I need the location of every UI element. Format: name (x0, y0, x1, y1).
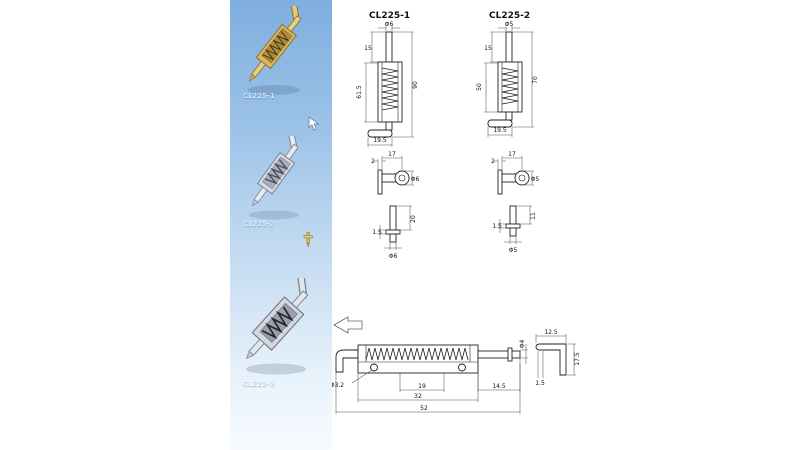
dim-flange-thickness: 1.5 (372, 229, 382, 236)
cl225-1-pin-geometry (385, 205, 401, 243)
dim-pin-dia: Φ6 (389, 253, 398, 260)
dim-bracket-len: 17 (388, 151, 396, 158)
dim-plate-thickness: 2 (491, 158, 495, 165)
dim-overall-len: 70 (532, 76, 539, 84)
dim-top-dia: Φ6 (385, 21, 394, 28)
dim-pin-dia: Φ5 (509, 247, 518, 254)
cl225-2-side-geometry (497, 169, 530, 195)
dim-spring-len: 19 (418, 383, 426, 390)
cl225-3-assembly-view: 2-Φ3.2 19 32 52 14.5 Φ4 12.5 17.5 1.5 (332, 316, 581, 414)
dim-hole-dia: Φ5 (531, 176, 540, 183)
dim-overall-len: 90 (412, 81, 419, 89)
dim-pin-dia: Φ4 (519, 340, 526, 349)
dim-foot-len: 19.5 (373, 137, 387, 144)
spring (501, 67, 519, 105)
spring (365, 347, 469, 361)
dim-pin-len: 20 (410, 215, 417, 223)
direction-arrow-icon (333, 316, 363, 334)
cl225-2-front-dimension-lines (484, 25, 534, 137)
cl225-2-side-dimension-lines (494, 156, 534, 186)
cl225-2-pin-dimension-lines (498, 205, 532, 244)
cl225-1-pin-dimension-lines (378, 205, 412, 250)
dim-plate-thickness: 2 (371, 158, 375, 165)
dim-overall-len: 52 (420, 405, 428, 412)
dim-bracket-thickness: 1.5 (535, 380, 545, 387)
cl225-2-side-view: 2 17 Φ5 (491, 151, 540, 195)
cl225-1-side-dimension-lines (374, 156, 414, 186)
product-photo-cl225-1 (234, 2, 310, 98)
dim-bracket-height: 17.5 (574, 352, 581, 366)
cl225-2-front-geometry (487, 31, 523, 128)
dim-flange-thickness: 1.5 (492, 223, 502, 230)
dim-pin-exposed: 15 (364, 45, 372, 52)
dim-bracket-len: 17 (508, 151, 516, 158)
latch-photo-silver (249, 131, 299, 220)
cl225-1-front-geometry (367, 31, 403, 138)
cl225-2-pin-detail: 11 1.5 Φ5 (492, 205, 537, 254)
latch-photo-large (245, 273, 309, 375)
cl225-1-side-view: 2 17 Φ6 (371, 151, 420, 195)
drawing2-title: CL225-2 (489, 11, 530, 21)
dim-bracket-width: 12.5 (544, 329, 558, 336)
cl225-1-side-geometry (377, 169, 410, 195)
product-label-cl225-2: CL225-2 (243, 220, 275, 228)
product-photo-cl225-3 (230, 273, 318, 378)
cl225-2-front-view: Φ5 15 50 70 19.5 (476, 21, 539, 137)
cl225-2-pin-geometry (505, 205, 521, 237)
drawing1-title: CL225-1 (369, 11, 410, 21)
dim-holes: 2-Φ3.2 (332, 382, 344, 389)
cl225-3-geometry (335, 343, 567, 376)
dim-body-len: 32 (414, 393, 422, 400)
product-label-cl225-3: CL225-3 (243, 380, 275, 388)
cl225-3-dimension-lines (335, 334, 576, 414)
mount-hole (370, 363, 378, 372)
dim-pin-len: 11 (530, 212, 537, 220)
product-label-cl225-1: CL225-1 (243, 92, 275, 100)
cursor-icon (308, 116, 320, 131)
dim-top-dia: Φ5 (505, 21, 514, 28)
dim-foot-len: 19.5 (493, 127, 507, 134)
cl225-1-pin-detail: 20 1.5 Φ6 (372, 205, 417, 260)
dim-pin-exposed: 15 (484, 45, 492, 52)
product-photo-sidebar: CL225-1 CL225-2 (230, 0, 332, 450)
dim-body-len: 50 (476, 83, 483, 91)
pin-icon (303, 232, 313, 248)
cl225-1-front-dimension-lines (364, 25, 414, 147)
spring (381, 67, 399, 111)
latch-photo-brass (248, 2, 302, 95)
product-photo-cl225-2 (234, 131, 310, 222)
dim-hole-dia: Φ6 (411, 176, 420, 183)
technical-drawings: CL225-1 CL225-2 Φ6 15 61.5 90 (332, 11, 581, 414)
cl225-1-front-view: Φ6 15 61.5 90 19.5 (356, 21, 419, 147)
bracket-part (535, 343, 567, 376)
mount-hole (458, 363, 466, 372)
dim-body-len: 61.5 (356, 85, 363, 99)
dim-pin-ext: 14.5 (492, 383, 506, 390)
